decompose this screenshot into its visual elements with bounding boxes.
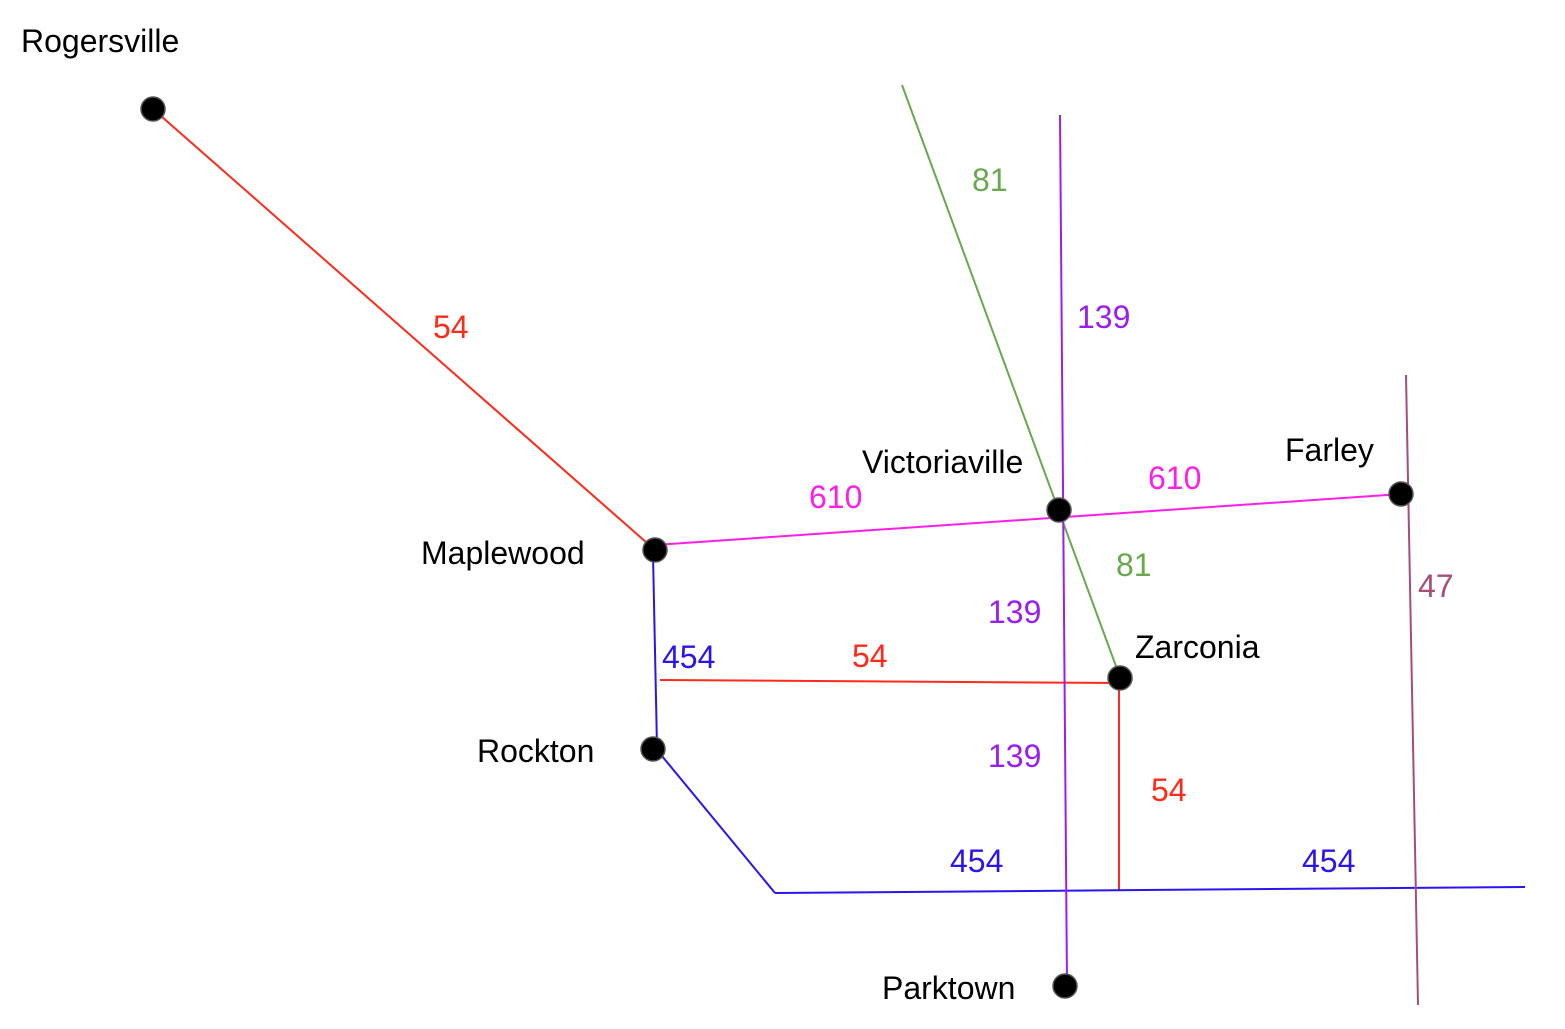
town-dot-parktown: [1052, 973, 1078, 999]
town-dot-zarconia: [1107, 665, 1133, 691]
road-454-rockton-south: [656, 749, 776, 894]
route-label-54: 54: [1151, 772, 1187, 808]
route-label-54: 54: [852, 638, 888, 674]
town-dot-maplewood: [642, 537, 668, 563]
route-label-81: 81: [972, 162, 1008, 198]
town-label-maplewood: Maplewood: [421, 535, 585, 571]
route-label-47: 47: [1418, 568, 1454, 604]
road-610-maplewood-farley: [654, 493, 1402, 546]
town-label-victoriaville: Victoriaville: [862, 444, 1023, 480]
town-label-zarconia: Zarconia: [1135, 629, 1260, 665]
route-label-610: 610: [809, 479, 862, 515]
town-dot-rockton: [640, 736, 666, 762]
roads: [152, 84, 1526, 1006]
route-label-454: 454: [1302, 843, 1355, 879]
road-54-rockton-zarconia: [659, 679, 1121, 684]
route-label-454: 454: [950, 843, 1003, 879]
road-81: [901, 84, 1121, 678]
road-454-east: [774, 886, 1526, 894]
town-label-rockton: Rockton: [477, 733, 594, 769]
route-label-139: 139: [988, 738, 1041, 774]
route-label-610: 610: [1148, 460, 1201, 496]
town-label-parktown: Parktown: [882, 970, 1015, 1006]
town-dot-rogersville: [140, 96, 166, 122]
town-dot-farley: [1388, 481, 1414, 507]
route-labels: 54 54 54 610 610 454 454 454 81 81 139 1…: [433, 162, 1454, 879]
road-47: [1405, 374, 1419, 1006]
town-label-rogersville: Rogersville: [21, 23, 179, 59]
route-label-81: 81: [1116, 547, 1152, 583]
route-label-139: 139: [1077, 299, 1130, 335]
road-139: [1059, 114, 1068, 986]
route-label-54: 54: [433, 309, 469, 345]
road-454-maplewood-rockton: [652, 554, 658, 748]
town-dot-victoriaville: [1046, 497, 1072, 523]
road-54-rogersville-maplewood: [152, 108, 656, 551]
route-label-454: 454: [662, 639, 715, 675]
town-label-farley: Farley: [1285, 432, 1374, 468]
towns: Rogersville Maplewood Rockton Victoriavi…: [21, 23, 1414, 1006]
route-label-139: 139: [988, 594, 1041, 630]
